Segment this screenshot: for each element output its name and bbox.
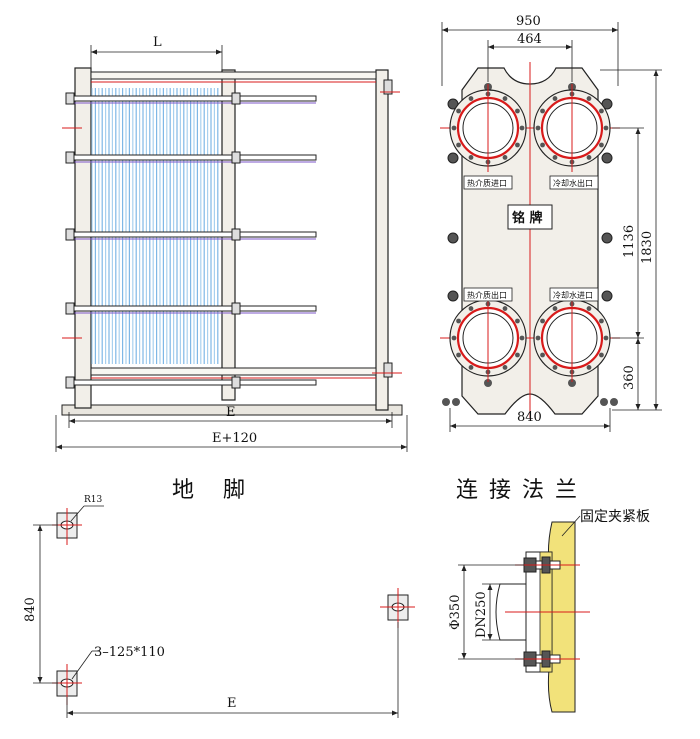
dim-r13: R13 <box>84 495 103 505</box>
dim-840-front: 840 <box>517 410 542 425</box>
nameplate-label: 铭 牌 <box>512 210 543 226</box>
foot-view: R13 840 3–125*110 E <box>23 495 415 718</box>
dim-L: L <box>153 35 162 50</box>
support-column <box>375 69 389 411</box>
tie-bolts <box>65 79 393 389</box>
title-foot: 地 脚 <box>172 478 247 503</box>
port-flange <box>533 294 611 382</box>
dim-holes: 3–125*110 <box>94 645 165 660</box>
front-view: 热介质进口 冷却水出口 热介质出口 冷却水进口 铭 牌 950 464 1136 <box>440 14 662 432</box>
dim-E-side: E <box>226 405 236 420</box>
side-base <box>61 404 403 416</box>
dim-840-foot: 840 <box>23 597 38 622</box>
side-view: L E E+120 <box>55 35 408 452</box>
dim-1830: 1830 <box>640 231 655 264</box>
plate-pack <box>91 88 219 364</box>
dim-E-foot: E <box>227 696 237 711</box>
dim-360: 360 <box>622 365 637 390</box>
bottom-guide-bar <box>90 367 377 376</box>
label-hot-medium-inlet: 热介质进口 <box>467 178 507 188</box>
dim-phi350: Φ350 <box>448 595 463 630</box>
top-carry-bar <box>90 71 377 80</box>
label-hot-medium-outlet: 热介质出口 <box>467 290 507 300</box>
flange-view: 固定夹紧板 Φ350 DN250 <box>448 509 650 713</box>
title-connection-flange: 连 接 法 兰 <box>456 478 579 503</box>
nameplate <box>507 204 553 230</box>
fixed-frame-plate <box>74 67 92 409</box>
port-flange <box>533 84 611 172</box>
port-flange <box>449 84 527 172</box>
dim-1136: 1136 <box>622 225 637 258</box>
dim-950: 950 <box>516 14 541 29</box>
label-cooling-water-inlet: 冷却水进口 <box>553 290 593 300</box>
label-cooling-water-outlet: 冷却水出口 <box>553 178 593 188</box>
dim-464: 464 <box>517 32 542 47</box>
dim-dn250: DN250 <box>474 591 489 638</box>
label-fixed-clamp-plate: 固定夹紧板 <box>580 509 650 525</box>
dim-E-plus-120: E+120 <box>212 431 257 446</box>
ports <box>449 84 611 382</box>
